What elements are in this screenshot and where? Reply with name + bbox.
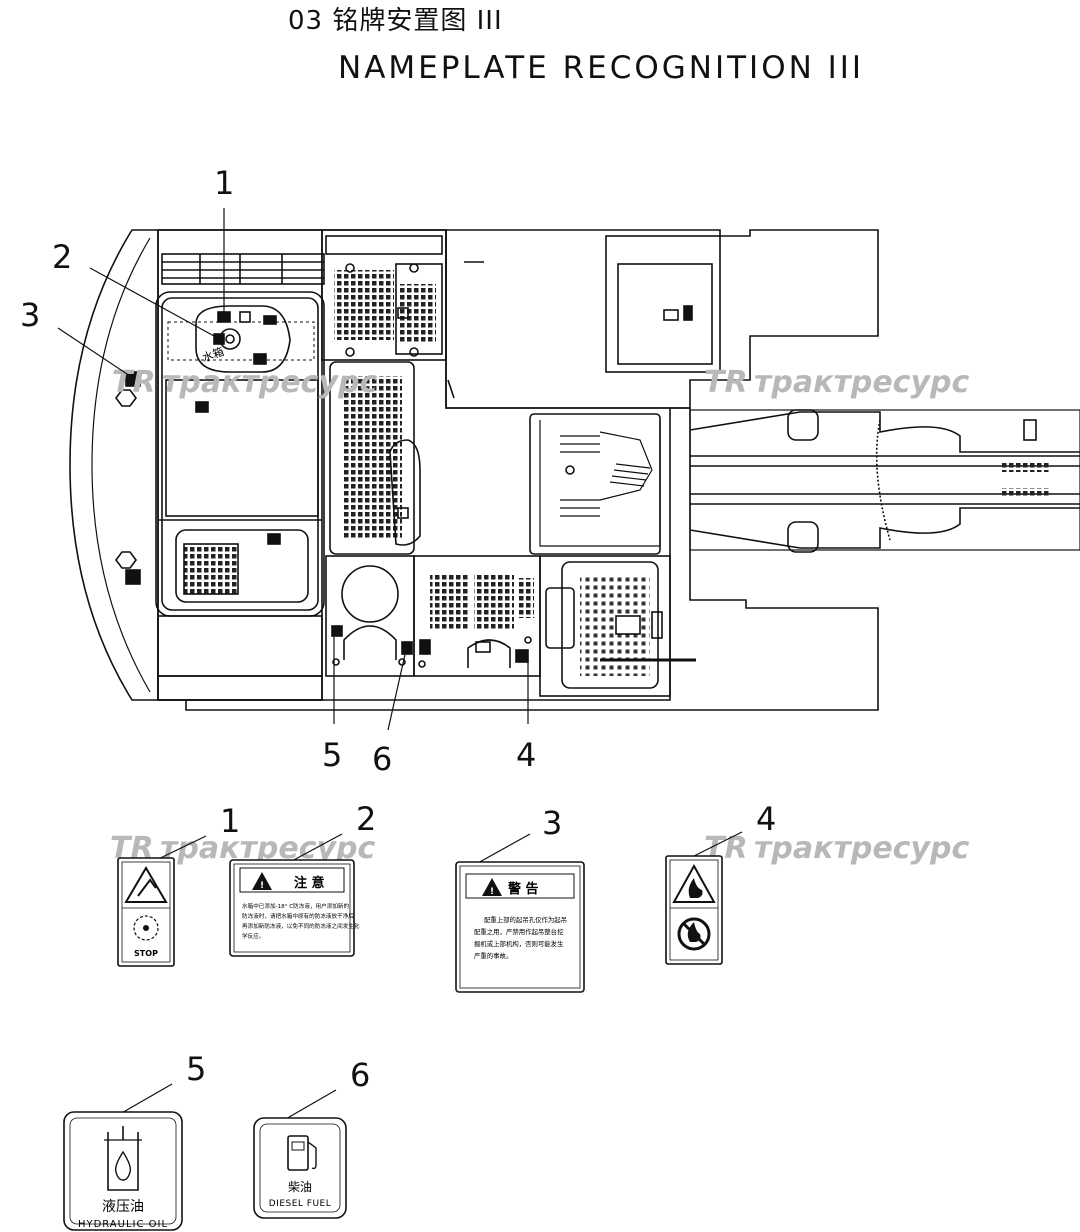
nameplate-5-en: HYDRAULIC OIL bbox=[78, 1219, 168, 1230]
warning-icon bbox=[252, 872, 272, 890]
svg-text:防冻液时，请把水箱中原有的防冻液放干净后: 防冻液时，请把水箱中原有的防冻液放干净后 bbox=[242, 912, 354, 920]
nameplate-4-number: 4 bbox=[756, 800, 776, 838]
page-title-en: NAMEPLATE RECOGNITION III bbox=[338, 50, 865, 86]
callout-5: 5 bbox=[322, 736, 342, 774]
watermark-text: трактресурс bbox=[162, 365, 377, 400]
nameplate-6-number: 6 bbox=[350, 1056, 370, 1094]
counterweight bbox=[69, 229, 158, 701]
nameplate-4: 4 bbox=[665, 800, 776, 965]
callout-6: 6 bbox=[372, 740, 392, 778]
stop-text: STOP bbox=[134, 949, 158, 958]
nameplate-6-cn: 柴油 bbox=[288, 1180, 312, 1194]
nameplate-2-heading: 注 意 bbox=[294, 875, 325, 891]
fuel-pump-icon bbox=[287, 1135, 309, 1171]
svg-text:水箱中已添加-18° C防冻液，用户添加新的: 水箱中已添加-18° C防冻液，用户添加新的 bbox=[242, 902, 350, 910]
nameplate-1-number: 1 bbox=[220, 802, 240, 840]
tank-icon bbox=[107, 1132, 139, 1191]
no-fire-icon bbox=[677, 917, 711, 951]
page-title-cn: 03 铭牌安置图 III bbox=[288, 6, 503, 36]
warning-icon bbox=[124, 866, 168, 903]
svg-text:再添加新防冻液，以免不同的防冻液之间发生化: 再添加新防冻液，以免不同的防冻液之间发生化 bbox=[242, 922, 360, 930]
warning-icon bbox=[482, 878, 502, 896]
nameplate-5-cn: 液压油 bbox=[102, 1199, 144, 1215]
callout-2: 2 bbox=[52, 238, 72, 276]
watermark-text: трактресурс bbox=[754, 365, 969, 400]
water-tank-label: 水箱 bbox=[200, 344, 225, 365]
svg-text:!: ! bbox=[490, 887, 494, 897]
watermark-text: трактресурс bbox=[754, 831, 969, 866]
nameplate-1: 1 STOP bbox=[117, 802, 240, 967]
svg-text:学反应。: 学反应。 bbox=[242, 932, 264, 940]
boom-arm bbox=[689, 409, 1080, 551]
callout-3: 3 bbox=[20, 296, 40, 334]
machine-callouts bbox=[57, 208, 529, 731]
nameplate-3-heading: 警 告 bbox=[508, 881, 539, 897]
flammable-icon bbox=[672, 863, 716, 903]
oil-drop-icon bbox=[114, 1150, 132, 1181]
nameplate-6-en: DIESEL FUEL bbox=[269, 1199, 332, 1209]
watermark-logo: TR bbox=[112, 365, 156, 400]
nameplate-3-number: 3 bbox=[542, 804, 562, 842]
svg-text:配重之用，严禁用作起吊整台挖: 配重之用，严禁用作起吊整台挖 bbox=[474, 927, 564, 936]
nameplate-2: 2 ! 注 意 水箱中已添加-18° C防冻液，用户添加新的 防冻液时，请把水箱… bbox=[229, 800, 376, 957]
svg-text:严重的事故。: 严重的事故。 bbox=[474, 951, 512, 960]
fan-icon bbox=[133, 915, 159, 941]
excavator-top-view bbox=[69, 229, 1080, 711]
nameplate-6: 6 柴油 DIESEL FUEL bbox=[253, 1056, 370, 1219]
watermark-logo: TR bbox=[704, 365, 748, 400]
svg-text:!: ! bbox=[260, 881, 264, 891]
nameplate-3: 3 ! 警 告 配重上部的起吊孔仅作为起吊 配重之用，严禁用作起吊整台挖 掘机或… bbox=[455, 804, 585, 993]
nameplate-2-number: 2 bbox=[356, 800, 376, 838]
nameplate-5: 5 液压油 HYDRAULIC OIL bbox=[63, 1050, 206, 1231]
svg-text:掘机或上部机构，否则可能发生: 掘机或上部机构，否则可能发生 bbox=[474, 939, 564, 948]
nameplate-5-number: 5 bbox=[186, 1050, 206, 1088]
water-tank bbox=[195, 305, 291, 373]
svg-text:配重上部的起吊孔仅作为起吊: 配重上部的起吊孔仅作为起吊 bbox=[484, 915, 567, 924]
callout-4: 4 bbox=[516, 736, 536, 774]
callout-1: 1 bbox=[214, 164, 234, 202]
